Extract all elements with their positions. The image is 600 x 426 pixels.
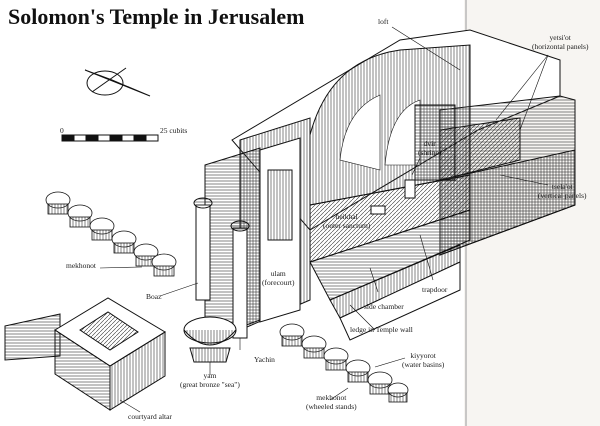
- courtyard-altar: [4, 297, 166, 411]
- label-trapdoor: trapdoor: [422, 285, 448, 294]
- label-mekhonot-left: mekhonot: [66, 261, 96, 270]
- label-tselaot-gloss: (vertical panels): [538, 190, 587, 200]
- label-heikhal-gloss: (outer sanctum): [323, 220, 371, 230]
- label-yetsiot-gloss: (horizontal panels): [532, 41, 589, 51]
- label-ulam: ulam (forecourt): [262, 269, 295, 287]
- label-kiyyorot-gloss: (water basins): [402, 359, 445, 369]
- scale-zero-label: 0: [60, 126, 64, 135]
- label-dvir-term: dvir: [423, 139, 436, 148]
- north-arrow-icon: [84, 67, 151, 97]
- page-title: Solomon's Temple in Jerusalem: [8, 4, 305, 29]
- label-yetsiot: yetsi'ot (horizontal panels): [532, 33, 589, 51]
- label-kiyyorot: kiyyorot (water basins): [402, 351, 445, 369]
- label-mekhonot-right-gloss: (wheeled stands): [306, 401, 357, 411]
- label-yam: yam (great bronze "sea"): [180, 371, 240, 389]
- label-yachin: Yachin: [254, 355, 275, 364]
- pillar-yachin: [230, 220, 250, 339]
- label-heikhal: heikhal (outer sanctum): [323, 212, 371, 230]
- label-yam-term: yam: [203, 371, 217, 380]
- label-yam-gloss: (great bronze "sea"): [180, 379, 240, 389]
- mekhonot-right-row: [279, 323, 409, 403]
- label-boaz: Boaz: [146, 292, 162, 301]
- pillar-boaz: [193, 197, 213, 301]
- label-dvir-gloss: (shrine): [418, 147, 442, 157]
- label-loft: loft: [378, 17, 389, 26]
- scale-end-label: 25 cubits: [160, 126, 188, 135]
- yam-bronze-sea: [183, 316, 237, 363]
- label-kiyyorot-term: kiyyorot: [410, 351, 436, 360]
- label-dvir: dvir (shrine): [418, 139, 442, 157]
- label-courtyard-altar: courtyard altar: [128, 412, 172, 421]
- label-ulam-gloss: (forecourt): [262, 277, 295, 287]
- leader-lines: [99, 26, 549, 413]
- label-mekhonot-right: mekhonot (wheeled stands): [306, 393, 357, 411]
- scale-bar: [61, 134, 159, 142]
- label-mekhonot-right-term: mekhonot: [316, 393, 347, 402]
- label-heikhal-term: heikhal: [335, 212, 358, 221]
- label-ledge: ledge in Temple wall: [350, 325, 413, 334]
- label-tselaot: tsela'ot (vertical panels): [538, 182, 587, 200]
- label-tselaot-term: tsela'ot: [551, 182, 573, 191]
- label-ulam-term: ulam: [270, 269, 286, 278]
- mekhonot-left-row: [45, 191, 177, 277]
- label-side-chamber: side chamber: [364, 302, 404, 311]
- label-yetsiot-term: yetsi'ot: [549, 33, 571, 42]
